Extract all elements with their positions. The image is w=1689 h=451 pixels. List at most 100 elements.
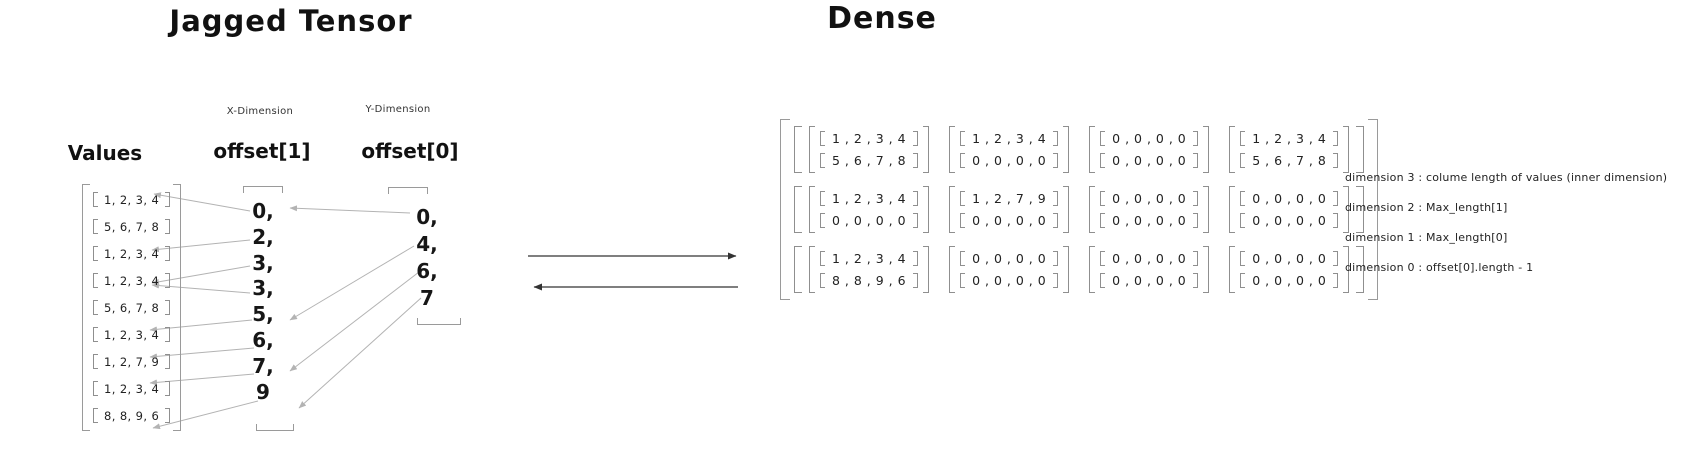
offset1-value: 0, xyxy=(252,199,274,223)
annotation-dimension-2: dimension 2 : Max_length[1] xyxy=(1345,201,1508,214)
offset0-bottom-bracket xyxy=(417,318,461,325)
bracket xyxy=(1193,191,1199,206)
bracket xyxy=(913,153,919,168)
bracket xyxy=(923,186,930,233)
offset0-value: 7 xyxy=(420,286,434,310)
bracket xyxy=(1333,273,1339,288)
bracket xyxy=(960,131,966,146)
bracket xyxy=(1193,131,1199,146)
matrix-row-text: 0 , 0 , 0 , 0 xyxy=(972,251,1047,266)
bracket xyxy=(820,213,825,228)
bracket xyxy=(960,273,966,288)
values-row: 1, 2, 3, 4 xyxy=(93,244,171,263)
matrix-row-text: 0 , 0 , 0 , 0 xyxy=(1112,213,1187,228)
bracket xyxy=(1100,153,1106,168)
bracket xyxy=(1100,213,1106,228)
y-dimension-label: Y-Dimension xyxy=(365,104,431,115)
bracket xyxy=(913,273,919,288)
values-row: 5, 6, 7, 8 xyxy=(93,298,171,317)
offset1-top-bracket xyxy=(243,186,283,193)
bracket xyxy=(913,251,919,266)
bracket xyxy=(165,354,171,369)
annotation-dimension-3: dimension 3 : colume length of values (i… xyxy=(1345,171,1668,184)
bracket xyxy=(93,300,98,315)
matrix-row-text: 0 , 0 , 0 , 0 xyxy=(972,153,1047,168)
matrix-row-text: 1 , 2 , 3 , 4 xyxy=(832,131,907,146)
values-row: 1, 2, 3, 4 xyxy=(93,325,171,344)
bracket xyxy=(1053,153,1059,168)
offset0-value: 6, xyxy=(416,259,438,283)
bracket xyxy=(1193,273,1199,288)
dense-cell: 1 , 2 , 3 , 4 5 , 6 , 7 , 8 xyxy=(807,126,931,173)
bracket xyxy=(1240,191,1246,206)
bracket xyxy=(1100,273,1106,288)
dense-row: 1 , 2 , 3 , 4 0 , 0 , 0 , 0 1 , 2 , 7 , … xyxy=(794,186,1365,233)
bracket xyxy=(1333,251,1339,266)
offset0-values-column: 0, 4, 6, 7 xyxy=(406,205,448,313)
bracket xyxy=(93,273,98,288)
bracket xyxy=(794,186,802,233)
bracket xyxy=(173,184,182,431)
bracket xyxy=(1368,119,1379,300)
bracket xyxy=(1053,273,1059,288)
matrix-row-text: 0 , 0 , 0 , 0 xyxy=(1252,251,1327,266)
bracket xyxy=(960,153,966,168)
offset1-column-label: offset[1] xyxy=(213,139,311,163)
dense-cell: 0 , 0 , 0 , 0 0 , 0 , 0 , 0 xyxy=(1087,186,1211,233)
bracket xyxy=(949,186,956,233)
jagged-tensor-title: Jagged Tensor xyxy=(169,4,413,38)
values-row: 8, 8, 9, 6 xyxy=(93,406,171,425)
offset1-value: 3, xyxy=(252,250,274,275)
values-row-text: 1, 2, 3, 4 xyxy=(104,246,160,261)
matrix-row-text: 0 , 0 , 0 , 0 xyxy=(1112,251,1187,266)
bracket xyxy=(913,131,919,146)
matrix-row-text: 8 , 8 , 9 , 6 xyxy=(832,273,907,288)
bracket xyxy=(1053,213,1059,228)
values-row-text: 5, 6, 7, 8 xyxy=(104,219,160,234)
offset0-column-label: offset[0] xyxy=(361,139,459,163)
dense-cell: 1 , 2 , 3 , 4 8 , 8 , 9 , 6 xyxy=(807,246,931,293)
bracket xyxy=(1343,186,1350,233)
bracket xyxy=(165,408,171,423)
dense-cell: 1 , 2 , 3 , 4 0 , 0 , 0 , 0 xyxy=(807,186,931,233)
bracket xyxy=(165,273,171,288)
bracket xyxy=(93,246,98,261)
bracket xyxy=(93,219,98,234)
bracket xyxy=(960,213,966,228)
matrix-row-text: 0 , 0 , 0 , 0 xyxy=(1252,273,1327,288)
bracket xyxy=(1240,273,1246,288)
bracket xyxy=(1333,153,1339,168)
dense-cell: 0 , 0 , 0 , 0 0 , 0 , 0 , 0 xyxy=(1087,126,1211,173)
bracket xyxy=(1333,131,1339,146)
annotation-dimension-1: dimension 1 : Max_length[0] xyxy=(1345,231,1508,244)
values-row-text: 8, 8, 9, 6 xyxy=(104,408,160,423)
bracket xyxy=(1193,251,1199,266)
bracket xyxy=(1240,213,1246,228)
offset0-top-bracket xyxy=(388,187,428,194)
offset1-value: 5, xyxy=(252,302,274,327)
values-list: 1, 2, 3, 4 5, 6, 7, 8 1, 2, 3, 4 1, 2, 3… xyxy=(82,184,182,431)
values-row-text: 1, 2, 7, 9 xyxy=(104,354,160,369)
bracket xyxy=(93,381,98,396)
matrix-row-text: 0 , 0 , 0 , 0 xyxy=(972,213,1047,228)
matrix-row-text: 1 , 2 , 3 , 4 xyxy=(972,131,1047,146)
offset0-value: 0, xyxy=(416,205,438,229)
conversion-arrows xyxy=(528,252,738,291)
bracket xyxy=(1053,131,1059,146)
bracket xyxy=(949,246,956,293)
bracket xyxy=(820,131,825,146)
bracket xyxy=(923,246,930,293)
bracket xyxy=(165,300,171,315)
matrix-row-text: 0 , 0 , 0 , 0 xyxy=(832,213,907,228)
bracket xyxy=(1053,251,1059,266)
bracket xyxy=(960,191,966,206)
offset1-value: 7, xyxy=(252,353,274,378)
values-row: 1, 2, 7, 9 xyxy=(93,352,171,371)
values-row: 1, 2, 3, 4 xyxy=(93,379,171,398)
bracket xyxy=(1240,131,1246,146)
dense-tensor: 1 , 2 , 3 , 4 5 , 6 , 7 , 8 1 , 2 , 3 , … xyxy=(780,119,1379,300)
dimension-annotations: dimension 3 : colume length of values (i… xyxy=(1345,163,1667,283)
dense-cell: 1 , 2 , 3 , 4 5 , 6 , 7 , 8 xyxy=(1227,126,1351,173)
bracket xyxy=(820,273,825,288)
